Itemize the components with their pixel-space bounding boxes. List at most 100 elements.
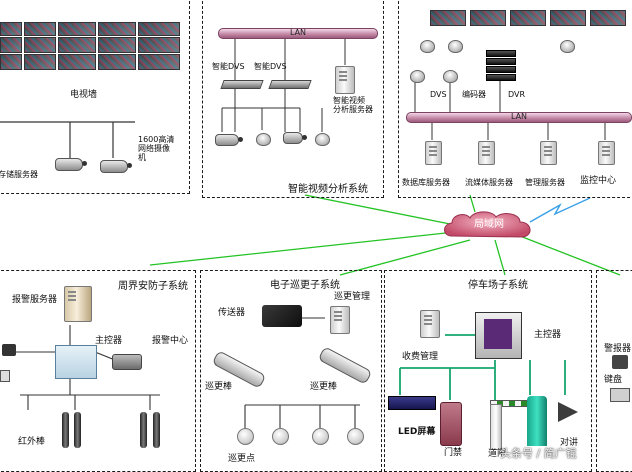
lan-cloud-label: 局域网	[474, 219, 504, 230]
monitoring-center-section	[398, 0, 632, 198]
patrol-wand-label: 巡更棒	[205, 382, 233, 392]
wall-screen	[138, 22, 180, 36]
perimeter-security-title: 周界安防子系统	[118, 281, 188, 292]
dome-camera-icon	[410, 70, 425, 83]
dome-camera-icon	[443, 70, 458, 83]
alarm-device-icon	[612, 355, 628, 369]
management-server-icon	[540, 141, 557, 165]
wall-screen	[24, 22, 56, 36]
analysis-server-icon	[335, 66, 355, 94]
monitor-center-server-icon	[598, 141, 615, 165]
controller-board-icon	[484, 319, 512, 349]
patrol-point-label: 巡更点	[228, 454, 256, 464]
video-wall	[0, 22, 182, 82]
patrol-wand-label: 巡更棒	[310, 382, 338, 392]
encoder-label: 编码器	[462, 90, 486, 99]
dvs-label: DVS	[430, 90, 447, 99]
wall-screen	[98, 37, 136, 53]
parking-title: 停车场子系统	[468, 280, 528, 291]
dome-camera-icon	[256, 133, 271, 146]
infrared-label: 红外棒	[18, 437, 46, 447]
toll-management-server-icon	[420, 310, 440, 338]
transmitter-device-icon	[262, 305, 302, 327]
wall-screen	[0, 37, 22, 53]
wall-screen	[58, 37, 96, 53]
camera-icon	[215, 134, 243, 146]
dome-camera-icon	[315, 133, 330, 146]
led-screen-icon	[388, 396, 436, 410]
monitor-screen	[590, 10, 626, 26]
main-controller-label: 主控器	[95, 336, 123, 346]
alarm-keypad-icon	[2, 344, 16, 356]
streaming-server-label: 流媒体服务器	[465, 178, 513, 187]
video-wall-label: 电视墙	[70, 90, 98, 100]
dome-camera-icon	[560, 40, 575, 53]
barrier-post-icon	[490, 404, 502, 450]
smart-dvs-label: 智能DVS	[254, 62, 287, 71]
smart-dvs-device-icon	[220, 80, 264, 89]
storage-server-label: 存储服务器	[0, 170, 38, 179]
wall-screen	[98, 22, 136, 36]
infrared-beam-icon	[74, 412, 81, 448]
management-server-label: 管理服务器	[525, 178, 565, 187]
infrared-beam-icon	[140, 412, 147, 448]
lan-bus: LAN	[218, 28, 378, 39]
monitor-center-label: 监控中心	[580, 176, 617, 186]
camera-icon	[283, 132, 307, 144]
wall-screen	[0, 22, 22, 36]
wall-screen	[58, 22, 96, 36]
speaker-horn-icon	[558, 402, 578, 422]
wall-screen	[24, 54, 56, 70]
dome-camera-icon	[420, 40, 435, 53]
encoder-rack-icon	[486, 50, 516, 57]
wall-screen	[24, 37, 56, 53]
patrol-point-icon	[312, 428, 329, 445]
dvr-rack-icon	[486, 66, 516, 73]
toll-management-label: 收费管理	[402, 352, 439, 362]
patrol-management-label: 巡更管理	[334, 292, 371, 302]
network-camera-icon	[100, 160, 132, 173]
lan-bus: LAN	[406, 112, 632, 123]
streaming-server-icon	[478, 141, 495, 165]
parking-main-controller-label: 主控器	[534, 330, 562, 340]
smart-dvs-device-icon	[268, 80, 312, 89]
alarm-phone-icon	[112, 354, 142, 370]
wall-screen	[98, 54, 136, 70]
wall-screen	[58, 54, 96, 70]
monitor-screen	[550, 10, 586, 26]
patrol-point-icon	[347, 428, 364, 445]
keyboard-device-icon	[610, 388, 630, 402]
small-device-icon	[0, 370, 10, 382]
intelligent-video-analysis-section	[202, 0, 384, 198]
hd-camera-label: 1600高清 网络摄像 机	[138, 135, 175, 163]
alarm-center-label: 报警中心	[152, 336, 189, 346]
infrared-beam-icon	[62, 412, 69, 448]
encoder-rack-icon	[486, 58, 516, 65]
ticket-machine-icon	[527, 396, 547, 446]
partial-right-section	[596, 270, 632, 472]
access-card-reader-icon	[440, 402, 462, 446]
alarm-server-label: 报警服务器	[12, 295, 58, 305]
access-gate-label: 门禁	[444, 448, 463, 458]
patrol-point-icon	[272, 428, 289, 445]
monitor-screen	[470, 10, 506, 26]
database-server-icon	[425, 141, 442, 165]
lan-cloud-icon	[444, 211, 531, 238]
database-server-label: 数据库服务器	[402, 178, 450, 187]
smart-dvs-label: 智能DVS	[212, 62, 245, 71]
electronic-patrol-title: 电子巡更子系统	[270, 280, 340, 291]
transmitter-label: 传送器	[218, 308, 246, 318]
barrier-gate-label: 道闸	[488, 449, 507, 459]
monitor-screen	[430, 10, 466, 26]
parking-controller-panel-icon	[475, 312, 522, 359]
alarm-server-icon	[64, 286, 92, 322]
dome-camera-icon	[448, 40, 463, 53]
keyboard-label: 键盘	[604, 375, 623, 385]
intelligent-video-analysis-title: 智能视频分析系统	[288, 184, 368, 195]
dvr-rack-icon	[486, 74, 516, 81]
patrol-point-icon	[237, 428, 254, 445]
dvr-label: DVR	[508, 90, 526, 99]
wall-screen	[0, 54, 22, 70]
infrared-beam-icon	[153, 412, 160, 448]
